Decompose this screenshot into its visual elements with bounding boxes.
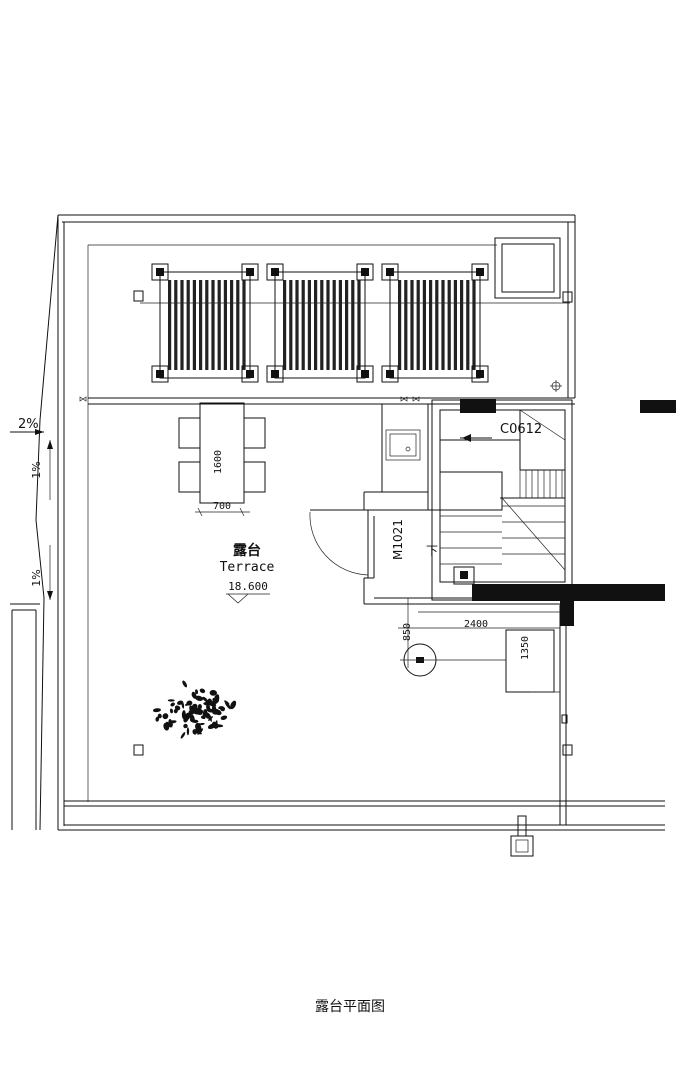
window-tag: C0612 [500,422,542,437]
stair-down-label: 下 [426,544,438,558]
slope-side-lower: 1% [30,569,43,586]
dim-table-width: 700 [213,501,231,512]
plant [152,680,237,739]
dim-1350: 1350 [520,636,531,660]
slope-side-upper: 1% [30,461,43,478]
slope-markers: 2% 1% 1% [10,417,53,600]
adjacent-wall [10,603,40,830]
room-label: 露台 Terrace 18.600 [220,542,275,604]
door-tag: M1021 [391,519,405,560]
column-markers [133,290,573,756]
dining-table: 1600 700 [178,402,266,517]
lounger-2 [274,271,366,379]
slope-main: 2% [18,417,39,432]
door-m1021: M1021 [309,509,560,605]
lounger-3 [389,271,481,379]
parapet-walls [35,214,665,831]
room-name-en: Terrace [220,560,275,575]
drain-detail: 850 2400 1350 [398,598,560,693]
room-name-cn: 露台 [233,542,261,559]
valves [79,396,420,402]
stair: C0612 下 [426,399,665,626]
section-mark [640,400,676,413]
skylight [494,237,573,303]
dim-2400: 2400 [464,619,488,630]
lounger-grilles [140,263,570,383]
sink-counter [363,403,429,510]
downpipe [510,714,568,857]
lounger-1 [159,271,251,379]
elevation-value: 18.600 [228,580,268,593]
dim-850: 850 [402,623,413,641]
drawing-caption: 露台平面图 [315,999,385,1015]
dim-table-length: 1600 [213,450,224,474]
